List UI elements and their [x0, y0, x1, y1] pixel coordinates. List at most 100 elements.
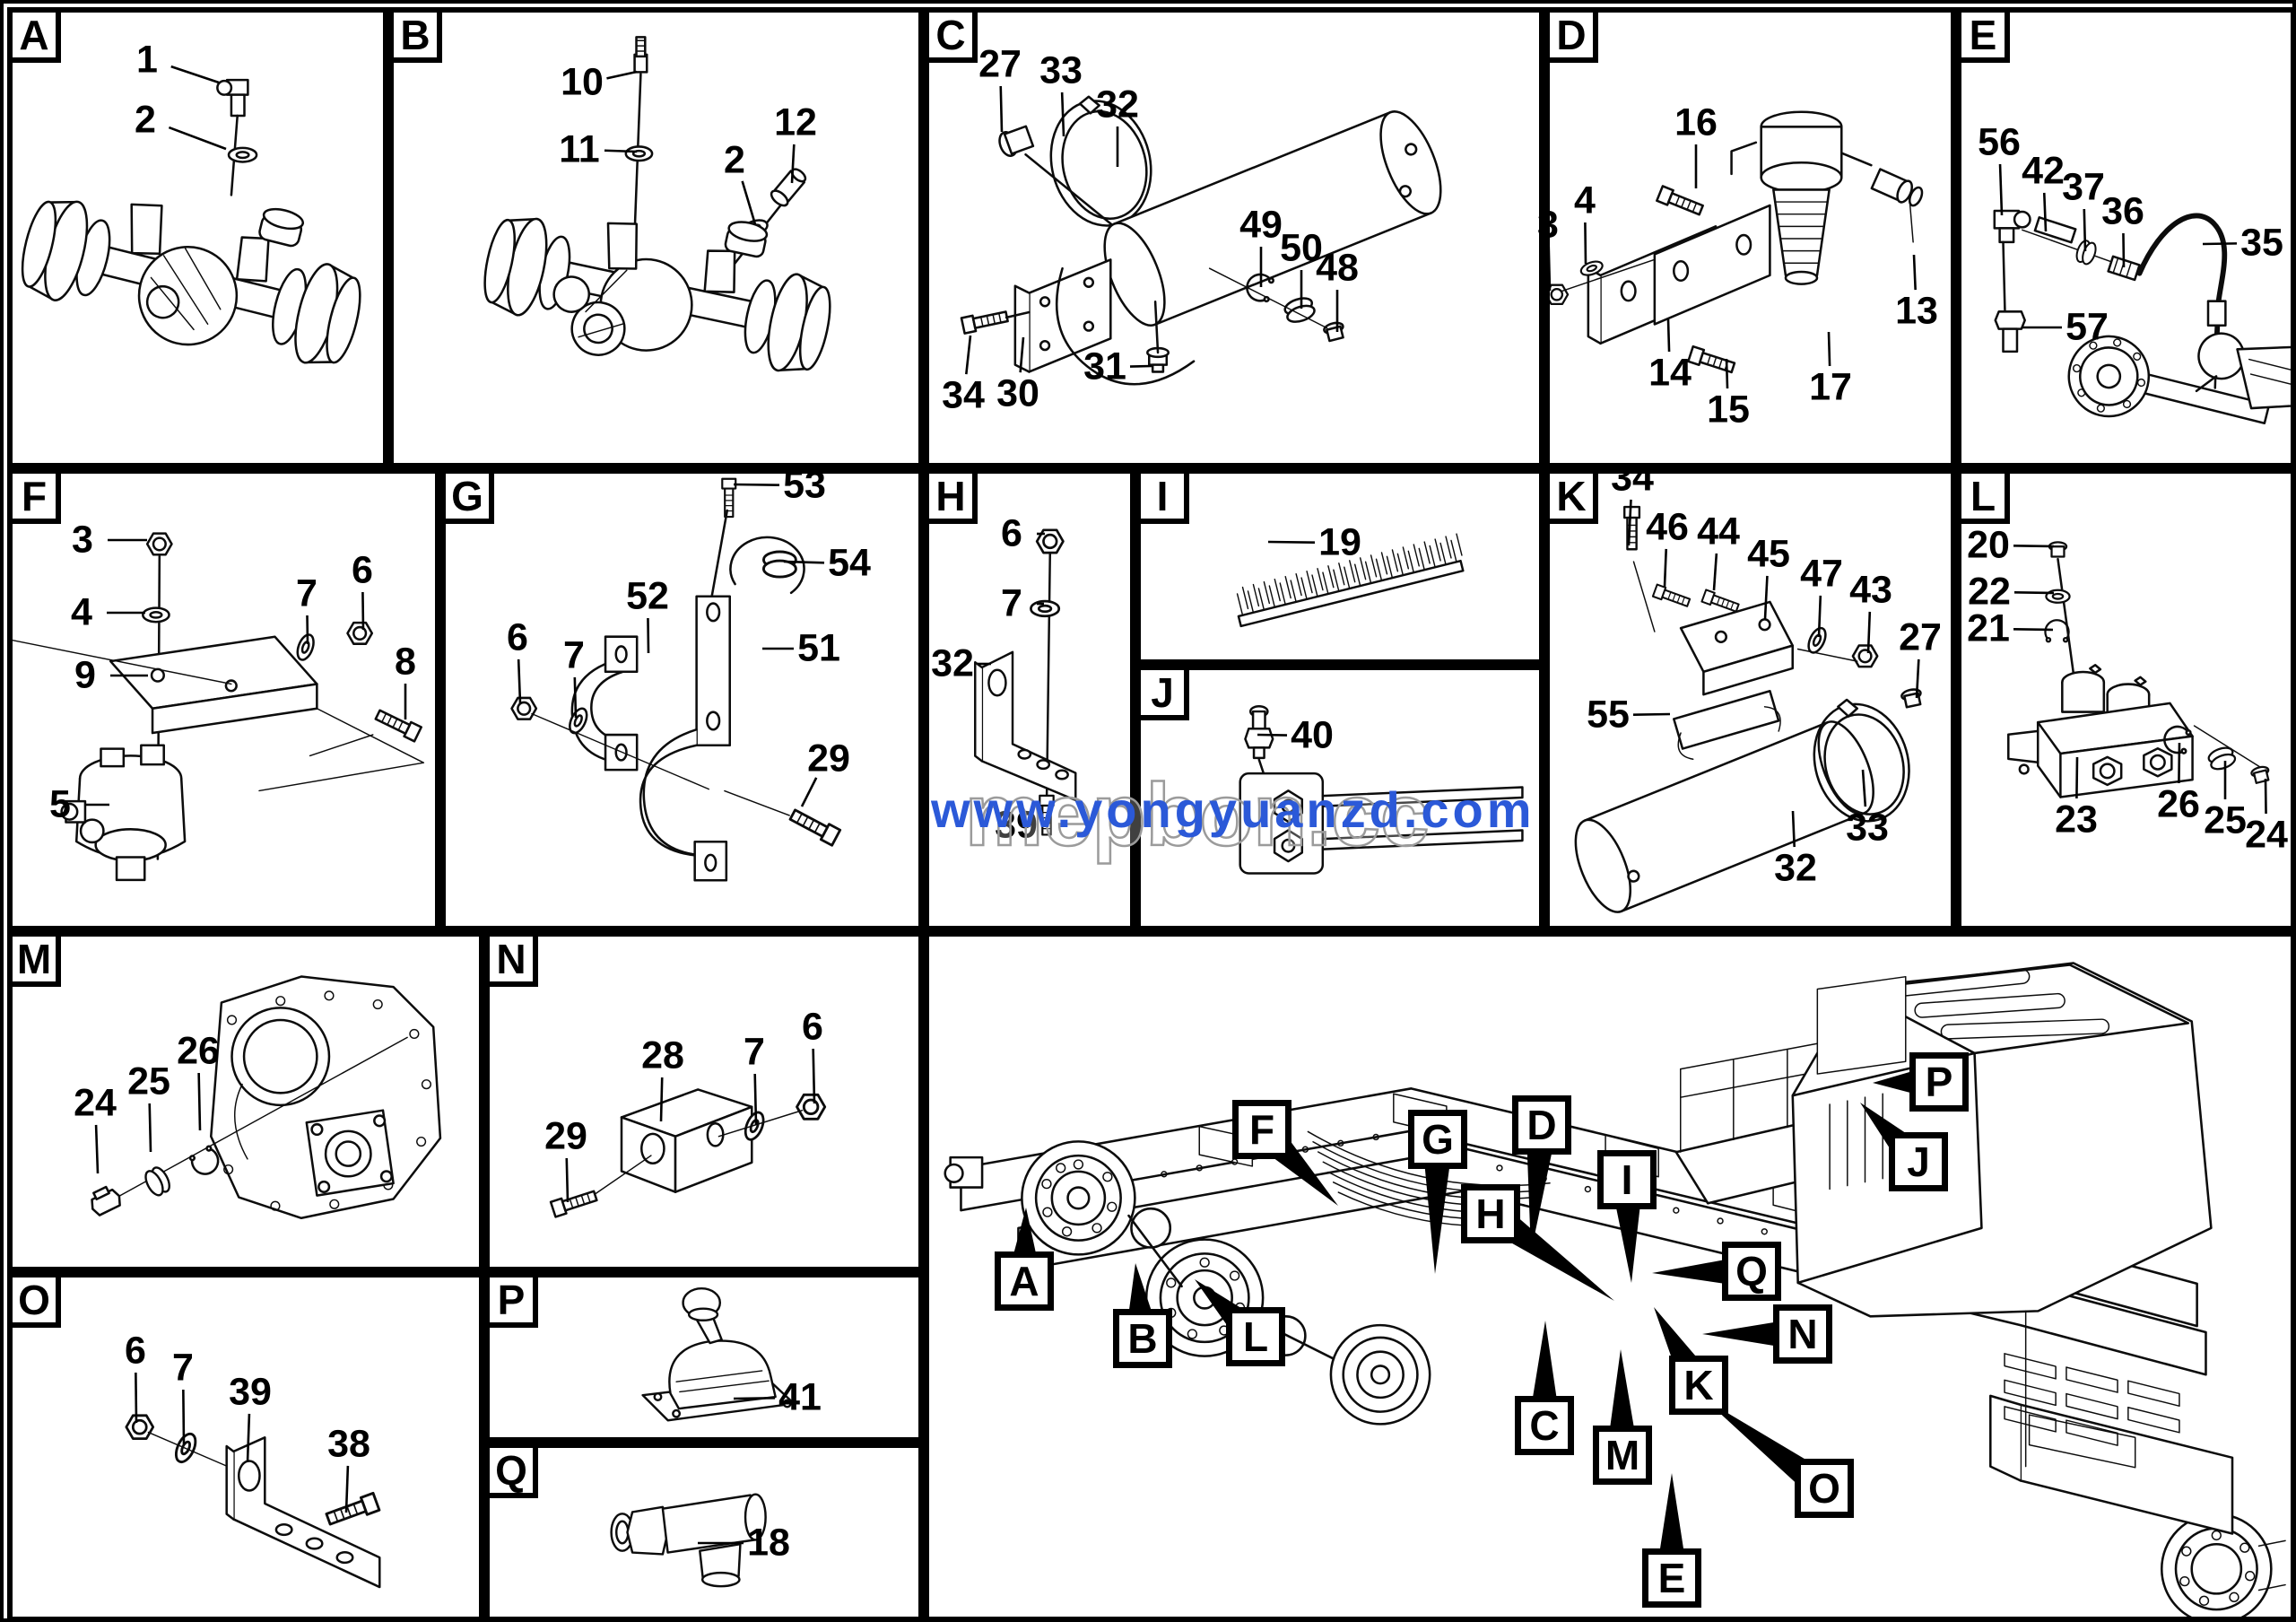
- brake-hose-illustration: [1993, 209, 2291, 424]
- callout-leader-line: [1827, 331, 1831, 367]
- panel-N: N: [484, 931, 924, 1272]
- callout-leader-line: [1791, 810, 1796, 848]
- callout-leader-line: [361, 591, 365, 631]
- rear-axle-illustration: [21, 78, 361, 364]
- panel-letter: H: [935, 473, 966, 519]
- callout-leader-line: [517, 658, 522, 704]
- callout-leader-line: [1763, 575, 1769, 620]
- callout-leader-line: [344, 1465, 350, 1513]
- panel-letter-badge: O: [7, 1272, 61, 1328]
- panel-letter: P: [497, 1277, 526, 1323]
- panel-letter: I: [1156, 473, 1169, 519]
- panel-letter-badge: K: [1544, 468, 1598, 524]
- callout-leader-line: [170, 65, 220, 84]
- tee-fitting-illustration: [610, 1493, 767, 1588]
- panel-O: O: [7, 1272, 484, 1618]
- panel-letter: O: [18, 1277, 50, 1323]
- panel-letter: Q: [495, 1447, 527, 1494]
- callout-leader-line: [1584, 222, 1587, 265]
- overview-pointer-P: [1873, 1068, 1922, 1096]
- callout-leader-line: [168, 126, 227, 151]
- panel-letter-badge: E: [1956, 7, 2010, 63]
- callout-leader-line: [1257, 733, 1288, 737]
- panel-letter-badge: N: [484, 931, 538, 987]
- panel-letter-badge: A: [7, 7, 61, 63]
- panel-D: D: [1544, 7, 1956, 468]
- panel-M: M: [7, 931, 484, 1272]
- panel-letter-badge: H: [924, 468, 978, 524]
- panel-H: H: [924, 468, 1135, 931]
- panel-A: A: [7, 7, 388, 468]
- callout-leader-line: [1632, 712, 1671, 716]
- callout-leader-line: [1039, 816, 1044, 821]
- panel-letter: G: [451, 473, 483, 519]
- overview-pointer-E: [1658, 1473, 1685, 1560]
- callout-leader-line: [135, 1372, 138, 1424]
- panel-letter: B: [400, 12, 430, 58]
- panel-letter: K: [1556, 473, 1587, 519]
- panel-letter-badge: I: [1135, 468, 1189, 524]
- panel-letter: N: [496, 936, 526, 982]
- valve-bracket-illustration: [13, 532, 425, 882]
- pto-gearbox-illustration: [91, 975, 442, 1220]
- panel-letter-badge: P: [484, 1272, 538, 1328]
- panel-letter: E: [1969, 12, 1997, 58]
- overview-pointer-A: [1011, 1208, 1039, 1264]
- callout-leader-line: [812, 1048, 816, 1104]
- overview-pointer-H: [1497, 1213, 1614, 1301]
- callout-leader-line: [965, 335, 972, 375]
- panel-P: P: [484, 1272, 924, 1443]
- callout-leader-line: [1019, 336, 1025, 373]
- overview-pointer-Q: [1652, 1258, 1735, 1286]
- callout-leader-line: [753, 1073, 758, 1126]
- cable-duct-illustration: [1236, 533, 1465, 628]
- callout-leader-line: [306, 615, 309, 645]
- panel-I: I: [1135, 468, 1544, 665]
- callout-leader-line: [1817, 595, 1822, 638]
- spacer-block-illustration: [549, 1088, 827, 1218]
- callout-leader-line: [2013, 628, 2054, 632]
- callout-leader-line: [1663, 548, 1668, 588]
- overview-pointer-F: [1265, 1132, 1338, 1206]
- callout-leader-line: [2122, 232, 2126, 268]
- callout-leader-line: [1129, 364, 1152, 368]
- callout-leader-line: [182, 1389, 186, 1445]
- panel-letter: A: [19, 12, 49, 58]
- panel-letter-badge: M: [7, 931, 61, 987]
- callout-leader-line: [197, 1072, 202, 1131]
- panel-J: J: [1135, 665, 1544, 931]
- l-bracket-illustration: [125, 1414, 381, 1589]
- pipe-clamp-illustration: [510, 477, 842, 882]
- callout-leader-line: [1915, 658, 1920, 699]
- control-lever-illustration: [641, 1286, 796, 1422]
- callout-leader-line: [1998, 163, 2004, 216]
- callout-leader-line: [148, 1103, 152, 1153]
- annotation-lines-layer: [85, 65, 2267, 1560]
- panel-B: B: [388, 7, 924, 468]
- panel-F: F: [7, 468, 440, 931]
- overview-pointer-N: [1702, 1321, 1785, 1347]
- overview-pointer-G: [1423, 1156, 1451, 1274]
- fitting-plate-illustration: [1239, 705, 1524, 875]
- valve-block-illustration: [2007, 541, 2272, 798]
- panel-letter: J: [1151, 669, 1174, 716]
- callout-leader-line: [2075, 756, 2079, 799]
- overview-pointer-L: [1195, 1279, 1252, 1335]
- middle-axle-illustration: [483, 36, 831, 372]
- callout-leader-line: [659, 1077, 664, 1122]
- callout-leader-line: [733, 1397, 776, 1400]
- callout-leader-line: [800, 777, 818, 807]
- panel-letter-badge: B: [388, 7, 442, 63]
- panel-letter-badge: J: [1135, 665, 1189, 720]
- callout-leader-line: [2202, 242, 2238, 246]
- panel-letter: D: [1556, 12, 1587, 58]
- callout-leader-line: [1060, 92, 1065, 137]
- overview-pointer-I: [1613, 1197, 1641, 1283]
- callout-leader-line: [1666, 318, 1671, 353]
- callout-leader-line: [999, 85, 1004, 133]
- overview-pointer-J: [1860, 1103, 1916, 1159]
- overview-pointer-M: [1608, 1349, 1636, 1438]
- callout-leader-line: [2083, 208, 2087, 252]
- callout-leader-line: [1267, 540, 1316, 544]
